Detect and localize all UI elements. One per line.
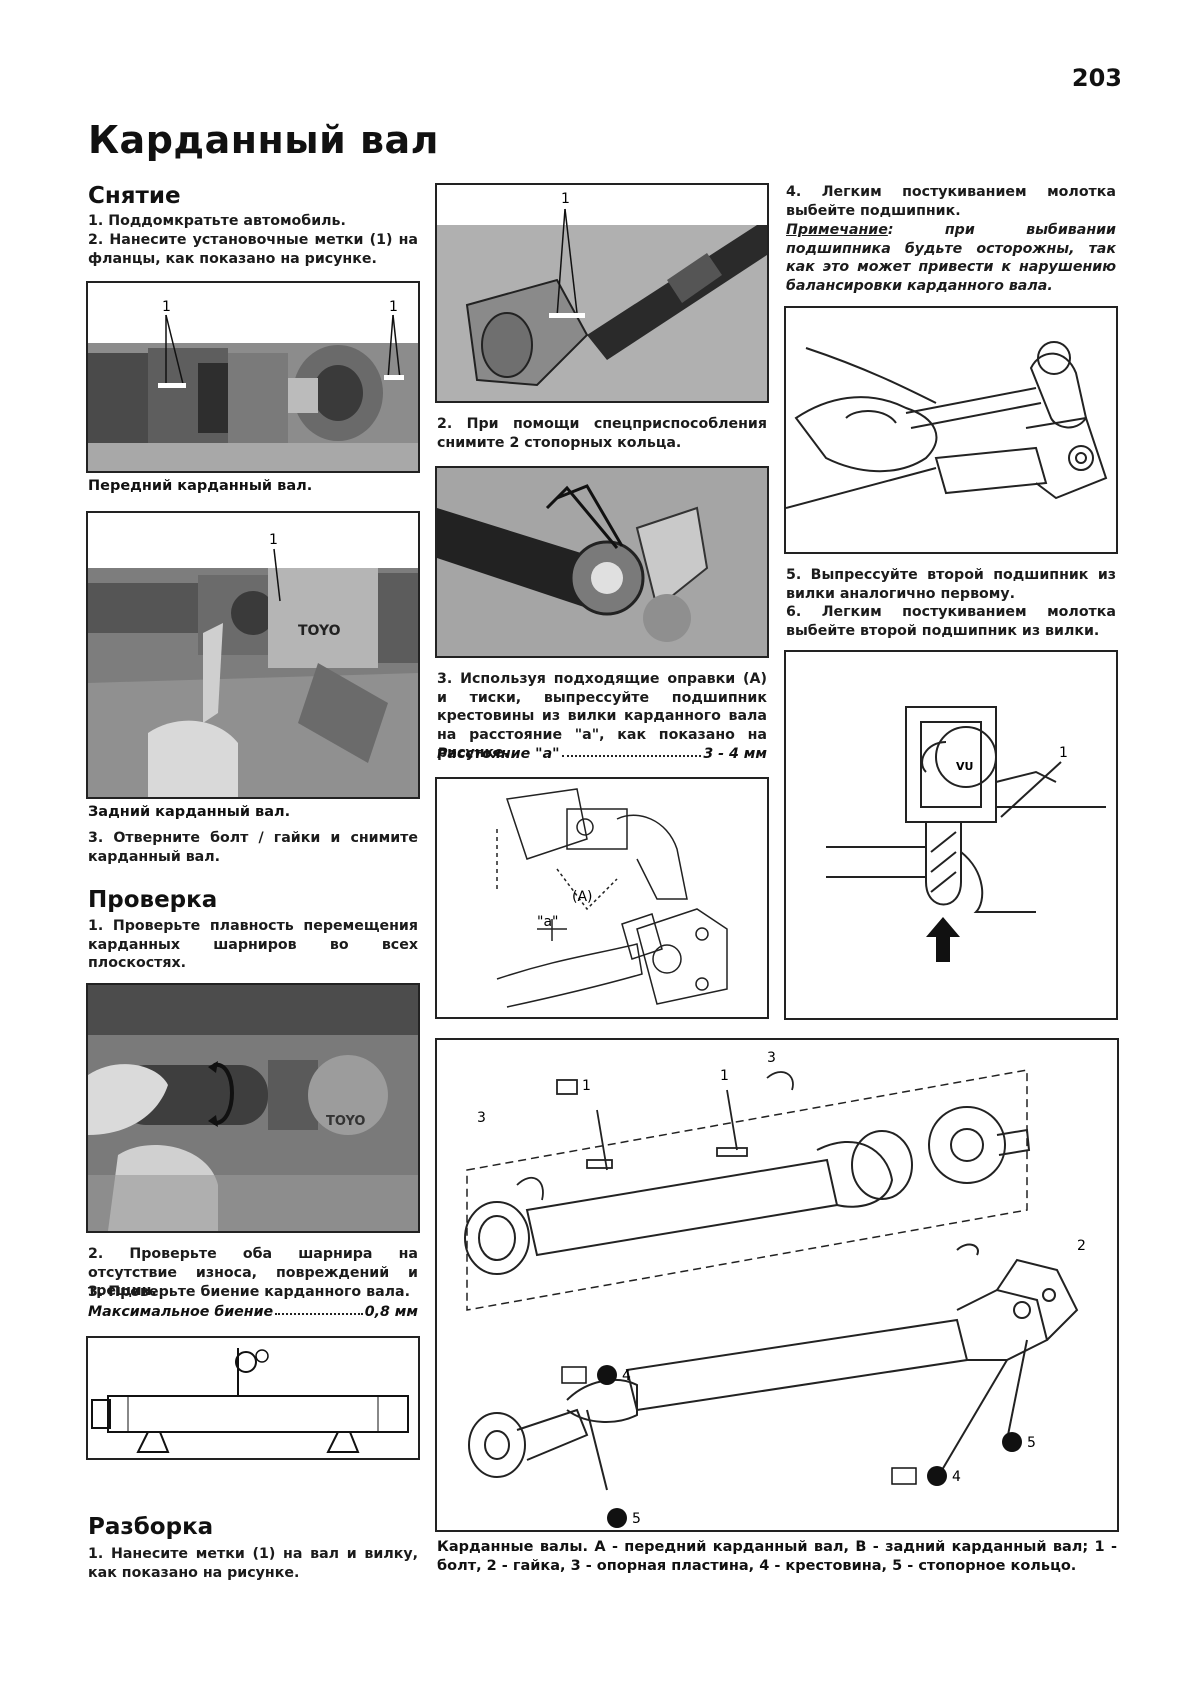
inspection-heading: Проверка	[88, 887, 218, 913]
disassembly-step-3: 3. Используя подходящие оправки (A) и ти…	[437, 671, 767, 761]
snap-ring-photo	[435, 466, 769, 658]
front-shaft-photo: 1 1	[86, 281, 420, 473]
label-4-left: 4	[622, 1368, 631, 1384]
exploded-view-drawing: 1 1 3 3 4 5	[435, 1038, 1119, 1532]
label-a: "a"	[537, 914, 558, 930]
label-1: 1	[162, 299, 171, 315]
second-bearing-drawing: VU 1	[784, 650, 1118, 1020]
rear-shaft-photo: TOYO 1	[86, 511, 420, 799]
disassembly-step-5: 5. Выпрессуйте второй подшипник из вилки…	[786, 567, 1116, 602]
removal-step-1: 1. Поддомкратьте автомобиль.	[88, 213, 346, 229]
inspection-photo: TOYO	[86, 983, 420, 1233]
label-1: 1	[269, 532, 278, 548]
disassembly-note: Примечание: при выбивании подшипника буд…	[786, 221, 1116, 295]
disassembly-step-2: 2. При помощи спецприспособления снимите…	[437, 416, 767, 451]
label-3-left: 3	[477, 1110, 486, 1126]
exploded-view-caption: Карданные валы. А - передний карданный в…	[437, 1539, 1117, 1574]
label-1b: 1	[389, 299, 398, 315]
distance-spec: Расстояние "a" 3 - 4 мм	[437, 746, 767, 762]
shaft-marks-photo: 1	[435, 183, 769, 403]
hammer-drawing	[784, 306, 1118, 554]
label-3-right: 3	[767, 1050, 776, 1066]
removal-step-2: 2. Нанесите установочные метки (1) на фл…	[88, 232, 418, 267]
note-text: : при выбивании подшипника будьте осторо…	[786, 222, 1116, 294]
inspection-step-1: 1. Проверьте плавность перемещения карда…	[88, 918, 418, 971]
inspection-step-2: 2. Проверьте оба шарнира на отсутствие и…	[88, 1246, 418, 1299]
label-vu: VU	[956, 760, 973, 773]
disassembly-step-6: 6. Легким постукиванием молотка выбейте …	[786, 604, 1116, 639]
label-4-right: 4	[952, 1469, 961, 1485]
removal-heading: Снятие	[88, 183, 181, 209]
label-5-bottom: 5	[632, 1511, 641, 1527]
label-1-upper: 1	[582, 1078, 591, 1094]
label-1: 1	[1059, 745, 1068, 761]
runout-spec: Максимальное биение 0,8 мм	[88, 1304, 418, 1320]
rear-shaft-caption: Задний карданный вал.	[88, 804, 291, 820]
press-drawing: (A) "a"	[435, 777, 769, 1019]
page-number: 203	[1071, 64, 1122, 92]
label-1-mid: 1	[720, 1068, 729, 1084]
distance-spec-value: 3 - 4 мм	[703, 746, 767, 762]
disassembly-step-4: 4. Легким постукиванием молотка выбейте …	[786, 184, 1116, 219]
page-title: Карданный вал	[88, 118, 439, 162]
runout-spec-label: Максимальное биение	[88, 1304, 274, 1320]
disassembly-step-1: 1. Нанесите метки (1) на вал и вилку, ка…	[88, 1546, 418, 1581]
removal-step-3: 3. Отверните болт / гайки и снимите кард…	[88, 830, 418, 865]
photo-text: TOYO	[298, 623, 341, 639]
distance-spec-label: Расстояние "a"	[437, 746, 560, 762]
label-A: (A)	[572, 889, 593, 905]
photo-text: TOYO	[326, 1114, 365, 1129]
disassembly-heading: Разборка	[88, 1514, 214, 1540]
note-label: Примечание	[786, 222, 888, 238]
label-1: 1	[561, 191, 570, 207]
inspection-step-3: 3. Проверьте биение карданного вала.	[88, 1284, 411, 1300]
runout-gauge-drawing	[86, 1336, 420, 1460]
label-2: 2	[1077, 1238, 1086, 1254]
label-5-right: 5	[1027, 1435, 1036, 1451]
front-shaft-caption: Передний карданный вал.	[88, 478, 313, 494]
runout-spec-value: 0,8 мм	[364, 1304, 418, 1320]
